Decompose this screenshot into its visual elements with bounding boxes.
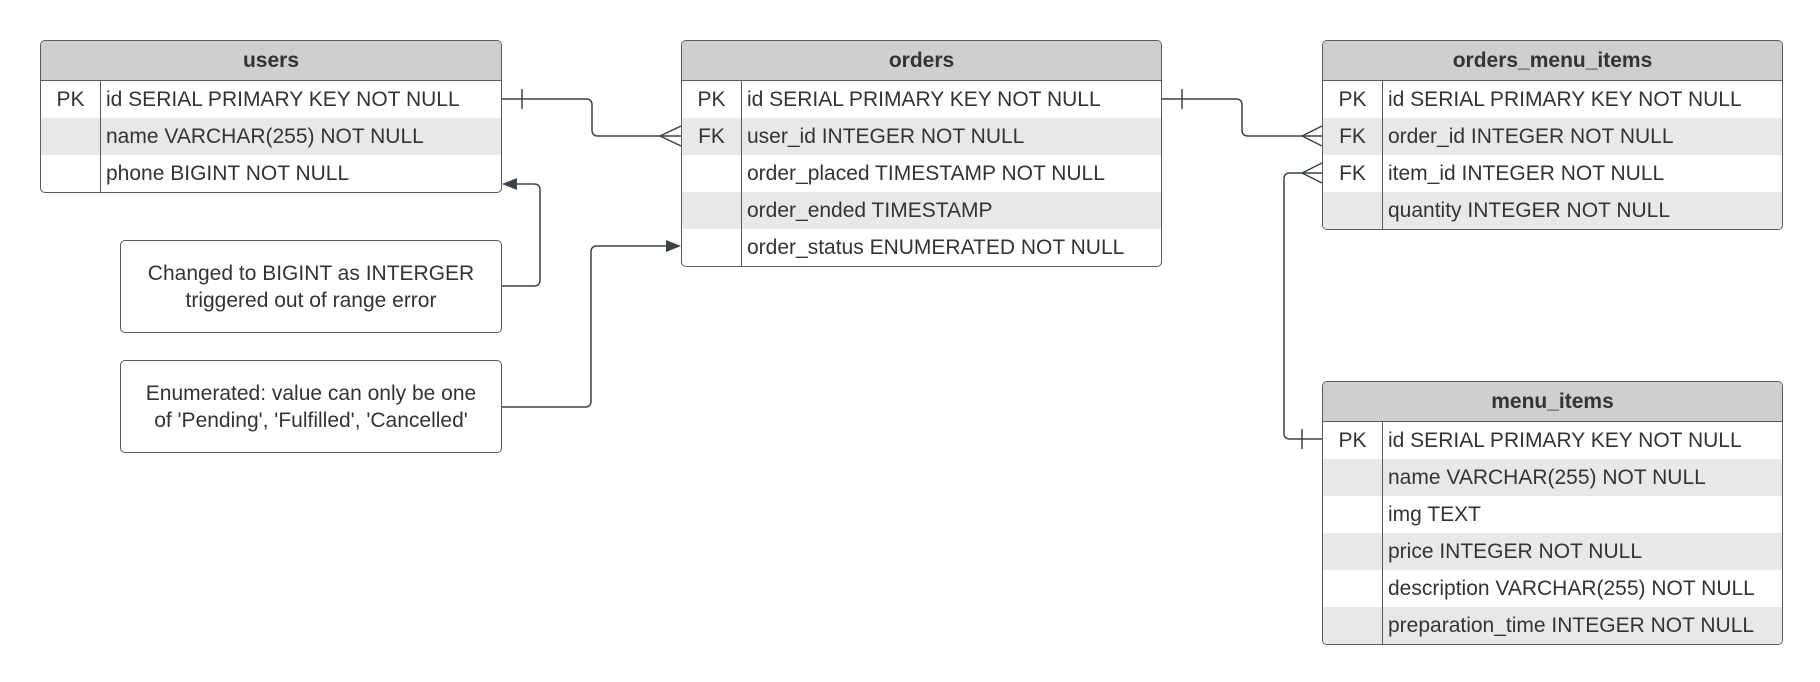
phone-note-arrowhead: [502, 178, 517, 190]
note-line: Enumerated: value can only be one: [145, 381, 477, 405]
field-definition: order_ended TIMESTAMP: [747, 198, 993, 222]
key-label: [1323, 192, 1383, 229]
field-definition: id SERIAL PRIMARY KEY NOT NULL: [1388, 87, 1742, 111]
primary-key-label: PK: [1323, 81, 1383, 118]
users-row-id: PK id SERIAL PRIMARY KEY NOT NULL: [41, 81, 501, 118]
note-line: of 'Pending', 'Fulfilled', 'Cancelled': [154, 408, 468, 432]
menu-items-table-title: menu_items: [1323, 382, 1782, 422]
order-status-enum-note[interactable]: Enumerated: value can only be one of 'Pe…: [120, 360, 502, 453]
field-definition: price INTEGER NOT NULL: [1388, 539, 1642, 563]
orders-row-user-id: FK user_id INTEGER NOT NULL: [682, 118, 1161, 155]
menu-items-row-preparation-time: preparation_time INTEGER NOT NULL: [1323, 607, 1782, 644]
users-table-title: users: [41, 41, 501, 81]
key-label: [1323, 533, 1383, 570]
orders-menu-items-table[interactable]: orders_menu_items PK id SERIAL PRIMARY K…: [1322, 40, 1783, 230]
field-definition: item_id INTEGER NOT NULL: [1388, 161, 1665, 185]
menu-items-row-price: price INTEGER NOT NULL: [1323, 533, 1782, 570]
field-definition: name VARCHAR(255) NOT NULL: [106, 124, 424, 148]
field-definition: description VARCHAR(255) NOT NULL: [1388, 576, 1755, 600]
foreign-key-label: FK: [1323, 118, 1383, 155]
key-label: [682, 155, 742, 192]
phone-bigint-note[interactable]: Changed to BIGINT as INTERGER triggered …: [120, 240, 502, 333]
orders-row-order-status: order_status ENUMERATED NOT NULL: [682, 229, 1161, 266]
orders-row-id: PK id SERIAL PRIMARY KEY NOT NULL: [682, 81, 1161, 118]
orders-menu-items-row-id: PK id SERIAL PRIMARY KEY NOT NULL: [1323, 81, 1782, 118]
field-definition: order_id INTEGER NOT NULL: [1388, 124, 1674, 148]
key-label: [41, 155, 101, 192]
key-label: [682, 192, 742, 229]
field-definition: id SERIAL PRIMARY KEY NOT NULL: [747, 87, 1101, 111]
orders-table[interactable]: orders PK id SERIAL PRIMARY KEY NOT NULL…: [681, 40, 1162, 267]
primary-key-label: PK: [682, 81, 742, 118]
note-text: Changed to BIGINT as INTERGER triggered …: [148, 260, 474, 314]
key-label: [1323, 607, 1383, 644]
primary-key-label: PK: [1323, 422, 1383, 459]
orders-table-title: orders: [682, 41, 1161, 81]
field-definition: user_id INTEGER NOT NULL: [747, 124, 1025, 148]
primary-key-label: PK: [41, 81, 101, 118]
users-table[interactable]: users PK id SERIAL PRIMARY KEY NOT NULL …: [40, 40, 502, 193]
orders-menu-items-row-quantity: quantity INTEGER NOT NULL: [1323, 192, 1782, 229]
phone-note-connector: [502, 183, 541, 287]
orders-menu-items-table-title: orders_menu_items: [1323, 41, 1782, 81]
orders-row-order-placed: order_placed TIMESTAMP NOT NULL: [682, 155, 1161, 192]
menu-items-row-id: PK id SERIAL PRIMARY KEY NOT NULL: [1323, 422, 1782, 459]
field-definition: name VARCHAR(255) NOT NULL: [1388, 465, 1706, 489]
menu-items-row-description: description VARCHAR(255) NOT NULL: [1323, 570, 1782, 607]
menu-items-row-name: name VARCHAR(255) NOT NULL: [1323, 459, 1782, 496]
orders-menu-items-row-item-id: FK item_id INTEGER NOT NULL: [1323, 155, 1782, 192]
menu-items-row-img: img TEXT: [1323, 496, 1782, 533]
users-orders-relationship: [502, 89, 682, 147]
orders-menu-items-row-order-id: FK order_id INTEGER NOT NULL: [1323, 118, 1782, 155]
status-note-arrowhead: [666, 240, 681, 252]
foreign-key-label: FK: [1323, 155, 1383, 192]
field-definition: id SERIAL PRIMARY KEY NOT NULL: [106, 87, 460, 111]
field-definition: order_placed TIMESTAMP NOT NULL: [747, 161, 1105, 185]
field-definition: id SERIAL PRIMARY KEY NOT NULL: [1388, 428, 1742, 452]
menu-items-orders-menu-items-relationship: [1283, 162, 1323, 449]
foreign-key-label: FK: [682, 118, 742, 155]
field-definition: preparation_time INTEGER NOT NULL: [1388, 613, 1755, 637]
note-line: triggered out of range error: [185, 288, 437, 312]
orders-orders-menu-items-relationship: [1162, 89, 1323, 147]
field-definition: order_status ENUMERATED NOT NULL: [747, 235, 1125, 259]
key-label: [41, 118, 101, 155]
note-text: Enumerated: value can only be one of 'Pe…: [146, 380, 476, 434]
key-label: [1323, 496, 1383, 533]
users-row-phone: phone BIGINT NOT NULL: [41, 155, 501, 192]
status-note-connector: [502, 245, 666, 408]
key-label: [1323, 459, 1383, 496]
note-line: Changed to BIGINT as INTERGER: [147, 261, 475, 285]
field-definition: quantity INTEGER NOT NULL: [1388, 198, 1671, 222]
menu-items-table[interactable]: menu_items PK id SERIAL PRIMARY KEY NOT …: [1322, 381, 1783, 645]
field-definition: phone BIGINT NOT NULL: [106, 161, 350, 185]
users-row-name: name VARCHAR(255) NOT NULL: [41, 118, 501, 155]
key-label: [1323, 570, 1383, 607]
field-definition: img TEXT: [1388, 502, 1481, 526]
key-label: [682, 229, 742, 266]
orders-row-order-ended: order_ended TIMESTAMP: [682, 192, 1161, 229]
